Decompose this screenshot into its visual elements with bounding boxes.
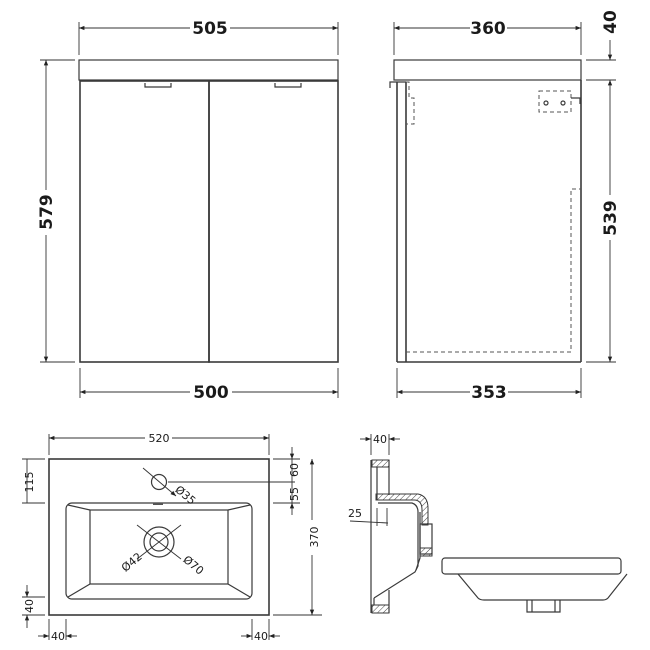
basin-front-elevation (441, 557, 628, 613)
dim-tap-to-edge: 60 (288, 463, 301, 477)
bowl-floor (89, 509, 229, 585)
right-handle (274, 83, 302, 88)
basin-waste-outlet (526, 600, 561, 613)
dim-side-top-depth: 360 (470, 19, 506, 39)
left-door (79, 80, 210, 363)
dim-front-top-width: 505 (192, 19, 228, 39)
waste-inner (149, 532, 169, 552)
hinge-hidden (406, 81, 415, 125)
waste-outer (143, 526, 175, 558)
dim-worktop-thickness: 40 (601, 10, 621, 34)
dim-side-bottom-depth: 353 (471, 383, 507, 403)
basin-rim (441, 557, 622, 575)
basin-plan-view: Ø35 Ø42 Ø70 520 115 40 40 4 (22, 432, 322, 643)
basin-section-view: 40 25 (348, 433, 433, 614)
dim-section-thickness: 40 (373, 433, 387, 446)
side-view: 360 40 539 353 (389, 10, 621, 403)
dim-rim-left: 40 (51, 630, 65, 643)
dim-bowl-lip: 25 (348, 507, 362, 520)
wall-bracket-hidden (538, 90, 572, 113)
dim-basin-depth: 370 (308, 527, 321, 548)
dim-tap-to-bowl: 55 (288, 487, 301, 501)
back-panel-hidden (406, 188, 581, 353)
dim-waste-outer-diameter: Ø70 (180, 553, 206, 578)
front-view: 505 579 500 (37, 19, 339, 403)
dim-front-bottom-width: 500 (193, 383, 229, 403)
dim-body-height: 539 (601, 200, 621, 236)
tap-hole (150, 473, 168, 491)
dim-rim-right: 40 (254, 630, 268, 643)
front-worktop (78, 59, 339, 81)
basin-outline (48, 458, 270, 616)
dim-tap-hole-diameter: Ø35 (172, 483, 198, 508)
dim-tap-hole-offset: 115 (23, 472, 36, 493)
dim-basin-width: 520 (149, 432, 170, 445)
left-handle (144, 83, 172, 88)
dim-waste-inner-diameter: Ø42 (119, 550, 145, 575)
right-door (208, 80, 339, 363)
side-worktop (393, 59, 582, 81)
dim-rim-front: 40 (23, 599, 36, 613)
dim-front-height: 579 (37, 194, 57, 230)
basin-bowl-profile (457, 573, 628, 601)
